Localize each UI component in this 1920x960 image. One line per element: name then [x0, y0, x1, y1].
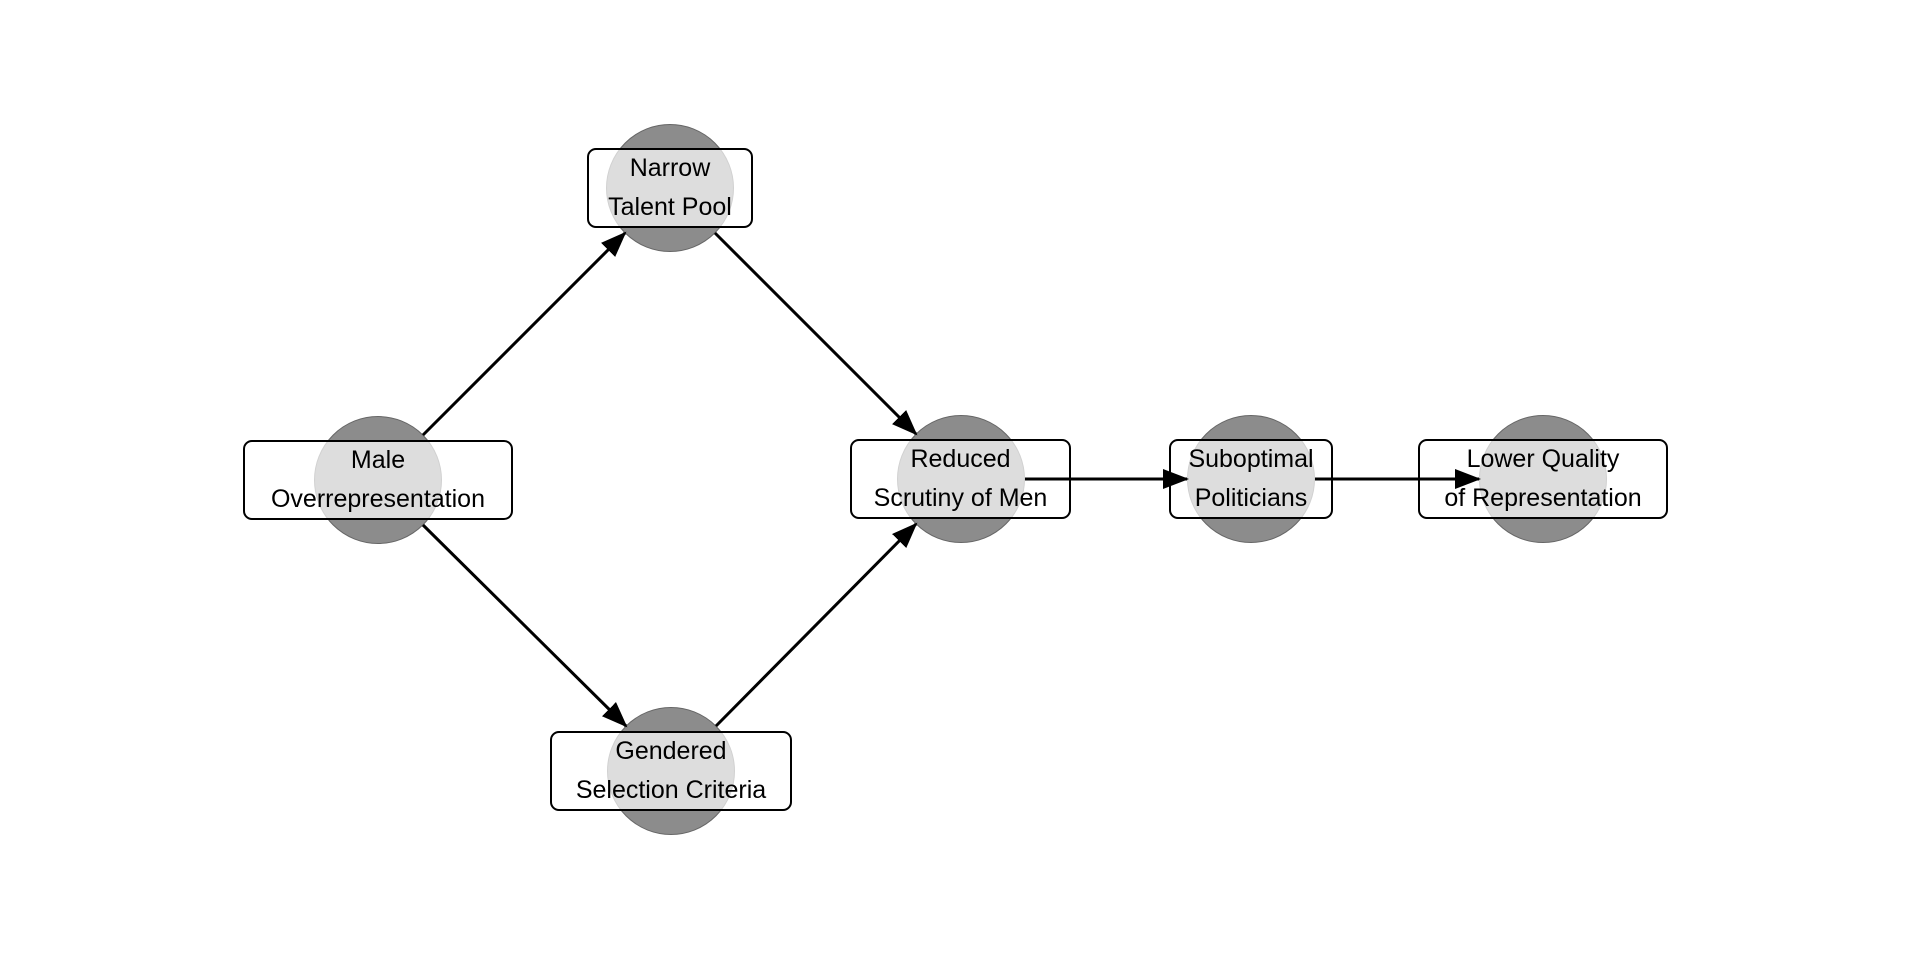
node-label-line: Gendered — [615, 737, 727, 765]
edge-male-to-gendered-selection-criteria — [421, 523, 628, 728]
node-label-male-overrepresentation: Male Overrepresentation — [243, 440, 513, 520]
node-label-line: Selection Criteria — [575, 776, 767, 804]
node-label-line: Talent Pool — [608, 193, 732, 221]
node-label-line: of Representation — [1444, 484, 1642, 512]
node-label-line: Male — [350, 446, 406, 474]
node-label-line: Scrutiny of Men — [873, 484, 1048, 512]
node-label-line: Suboptimal — [1188, 445, 1314, 473]
node-label-reduced-scrutiny-of-men: Reduced Scrutiny of Men — [850, 439, 1071, 519]
node-label-line: Reduced — [910, 445, 1011, 473]
node-label-narrow-talent-pool: Narrow Talent Pool — [587, 148, 753, 228]
node-label-line: Politicians — [1194, 484, 1308, 512]
node-label-line: Overrepresentation — [270, 485, 485, 513]
node-label-gendered-selection-criteria: Gendered Selection Criteria — [550, 731, 792, 811]
node-label-line: Lower Quality — [1466, 445, 1620, 473]
node-label-suboptimal-politicians: Suboptimal Politicians — [1169, 439, 1333, 519]
edge-narrow-to-reduced-scrutiny — [713, 231, 918, 436]
edge-gendered-to-reduced-scrutiny — [714, 522, 918, 728]
node-label-lower-quality-of-representation: Lower Quality of Representation — [1418, 439, 1668, 519]
edge-male-to-narrow-talent-pool — [421, 231, 627, 437]
node-label-line: Narrow — [629, 154, 711, 182]
